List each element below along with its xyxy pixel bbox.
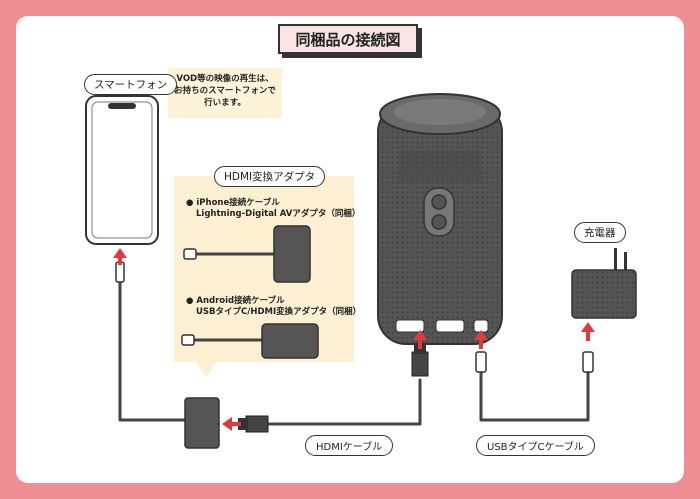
android-item-line2: USBタイプC/HDMI変換アダプタ（同梱） — [196, 307, 362, 317]
connection-arrows — [113, 248, 595, 431]
iphone-item: ● iPhone接続ケーブル Lightning-Digital AVアダプタ（… — [186, 198, 360, 220]
usbc-cable — [479, 370, 590, 422]
page-title: 同梱品の接続図 — [278, 24, 418, 54]
usbc-plug-charger — [582, 351, 594, 373]
hdmi-adapter-box — [184, 397, 220, 449]
arrow-up-usbc — [474, 330, 488, 340]
hdmi-plug-left — [238, 415, 269, 433]
smartphone-label: スマートフォン — [84, 74, 178, 95]
note-line: お持ちのスマートフォンで — [174, 86, 276, 96]
arrow-up-phone — [113, 248, 127, 258]
iphone-item-line1: ● iPhone接続ケーブル — [186, 198, 280, 208]
vod-note: VOD等の映像の再生は、 お持ちのスマートフォンで 行います。 — [168, 68, 282, 118]
bubble-tail — [196, 362, 216, 378]
projector — [377, 93, 503, 345]
note-line: VOD等の映像の再生は、 — [176, 74, 274, 84]
arrow-up-hdmi — [413, 330, 427, 340]
usbc-cable-label: USBタイプCケーブル — [476, 435, 595, 456]
android-item-line1: ● Android接続ケーブル — [186, 296, 285, 306]
arrow-left-adapter — [222, 417, 232, 431]
arrow-up-charger — [581, 322, 595, 332]
phone-cable — [118, 280, 187, 422]
iphone-adapter — [183, 225, 311, 283]
android-adapter — [181, 323, 319, 359]
charger-label: 充電器 — [574, 222, 626, 243]
hdmi-cable — [267, 378, 422, 426]
usbc-plug-projector — [475, 351, 487, 373]
smartphone — [85, 95, 159, 245]
note-line: 行います。 — [204, 98, 246, 108]
charger — [571, 248, 637, 319]
android-item: ● Android接続ケーブル USBタイプC/HDMI変換アダプタ（同梱） — [186, 296, 361, 318]
hdmi-cable-label: HDMIケーブル — [305, 435, 394, 456]
iphone-item-line2: Lightning-Digital AVアダプタ（同梱） — [196, 209, 361, 219]
adapter-label: HDMI変換アダプタ — [214, 166, 326, 187]
